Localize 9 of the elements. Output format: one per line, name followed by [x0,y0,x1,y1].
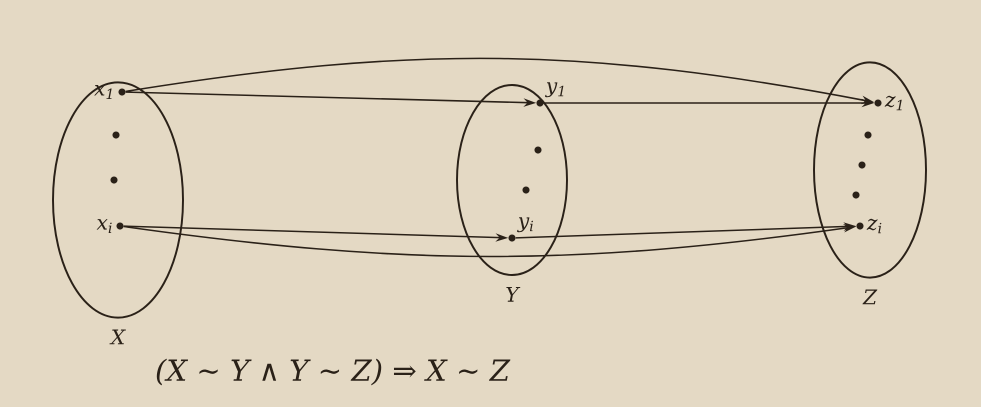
set-label: X [109,330,126,344]
point-label: y$_{1}$ [545,82,564,98]
point-label: y$_{i}$ [517,217,533,232]
point-label: z$_{1}$ [884,96,902,110]
point-label: x$_{i}$ [96,219,112,233]
set-label: Z [862,290,878,304]
set-label: Y [506,286,520,302]
point-label: z$_{i}$ [866,218,882,234]
formula-text: (X ~ Y ∧ Y ~ Z) ⇒ X ~ Z [156,358,510,386]
